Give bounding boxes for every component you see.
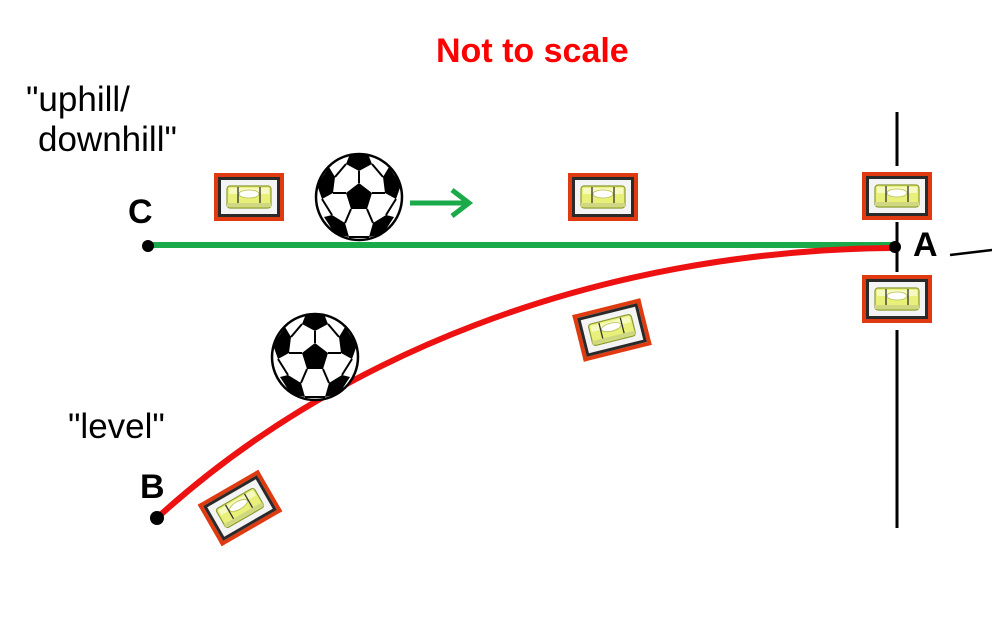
- soccer-ball-icon: [270, 312, 360, 402]
- point-c-dot: [142, 240, 154, 252]
- curved-path-b-to-a: [154, 245, 897, 521]
- point-a-dot: [889, 241, 901, 253]
- spirit-level-icon: [213, 172, 285, 222]
- spirit-level-icon: [197, 469, 283, 547]
- point-b-dot: [150, 511, 164, 525]
- point-a-label: A: [913, 226, 938, 264]
- spirit-level-icon: [571, 297, 653, 363]
- right-arrow-icon: [410, 188, 474, 218]
- spirit-level-icon: [861, 171, 933, 221]
- uphill-label-line2: downhill": [38, 120, 177, 159]
- point-c-label: C: [128, 193, 153, 231]
- spirit-level-icon: [861, 274, 933, 324]
- soccer-ball-icon: [314, 152, 404, 242]
- point-b-label: B: [140, 468, 165, 506]
- spirit-level-icon: [567, 172, 639, 222]
- uphill-downhill-label: "uphill/ downhill": [26, 80, 177, 160]
- level-label: "level": [68, 407, 165, 446]
- uphill-label-line1: "uphill/: [26, 80, 130, 119]
- diagram-title: Not to scale: [436, 32, 629, 70]
- right-tick-line: [949, 248, 992, 257]
